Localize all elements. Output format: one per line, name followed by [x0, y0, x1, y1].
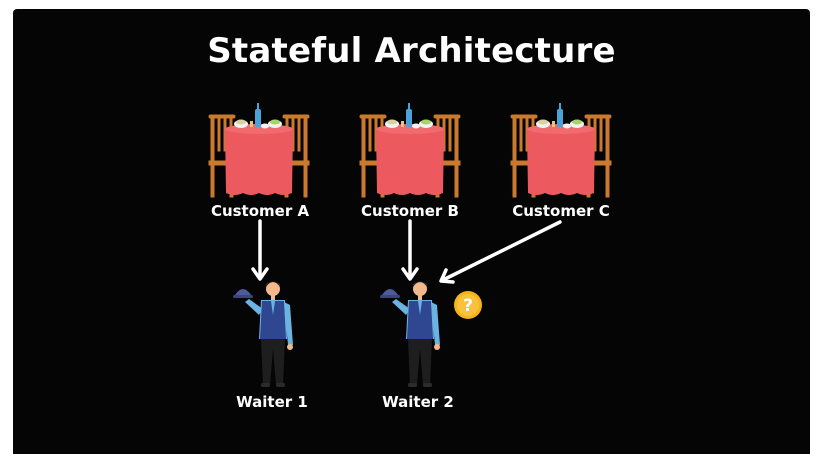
- arrow-customer-b-to-waiter-2: [401, 219, 419, 281]
- waiter-1-illustration: [233, 281, 293, 387]
- slide: Stateful Architecture: [13, 9, 810, 454]
- waiter-2-label: Waiter 2: [382, 393, 454, 411]
- arrow-customer-c-to-waiter-2: [439, 220, 562, 284]
- slide-title: Stateful Architecture: [207, 31, 616, 71]
- customer-a-label: Customer A: [210, 202, 310, 220]
- customer-c-table-illustration: [510, 102, 612, 198]
- customer-b-table-illustration: [359, 102, 461, 198]
- waiter-2-illustration: [380, 281, 440, 387]
- customer-c-label: Customer C: [512, 202, 610, 220]
- waiter-1-label: Waiter 1: [236, 393, 308, 411]
- diagram-canvas: ?: [208, 102, 612, 387]
- arrow-customer-a-to-waiter-1: [251, 219, 269, 281]
- customer-b-label: Customer B: [361, 202, 459, 220]
- question-badge-text: ?: [463, 296, 473, 316]
- question-badge-icon: ?: [454, 291, 482, 319]
- customer-a-table-illustration: [208, 102, 310, 198]
